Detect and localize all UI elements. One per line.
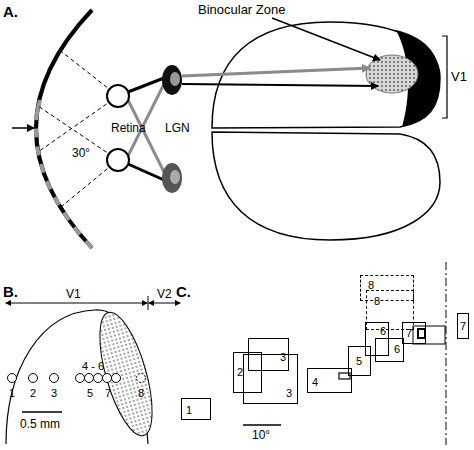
receptive-field-box: 7	[402, 322, 426, 344]
site-number: 7	[105, 388, 111, 399]
scale-label: 0.5 mm	[20, 418, 60, 430]
receptive-field-box: 8	[366, 290, 414, 330]
site-number: 1	[9, 388, 15, 399]
area-label: V2	[157, 288, 172, 300]
lgn-layer	[170, 72, 180, 86]
hemisphere	[212, 22, 440, 128]
recording-site	[137, 374, 146, 383]
scale-bar	[243, 424, 281, 426]
site-number: 2	[30, 388, 36, 399]
scale-bar	[22, 411, 62, 413]
optic-path	[128, 100, 164, 172]
optic-path	[128, 164, 164, 180]
hemisphere	[212, 132, 440, 240]
recording-site	[103, 374, 112, 383]
extent-arrow	[6, 303, 147, 304]
projection-arrow	[182, 68, 370, 76]
optic-path	[128, 84, 164, 156]
binocular-zone	[89, 307, 163, 441]
lgn	[162, 163, 182, 193]
field-number: 7	[460, 321, 466, 332]
recording-site	[76, 374, 85, 383]
tick	[148, 296, 149, 310]
pointer-line	[272, 18, 380, 60]
site-number: 3	[51, 388, 57, 399]
receptive-field-box: 6	[375, 338, 404, 362]
bracket	[442, 36, 447, 118]
receptive-field-box: 7	[457, 313, 469, 339]
recording-site	[29, 374, 38, 383]
recording-site	[112, 374, 121, 383]
area-label: V1	[451, 70, 467, 83]
visual-field-arc	[36, 10, 92, 248]
lgn	[162, 65, 182, 95]
area-label: V1	[66, 288, 81, 300]
structure-label: Retina	[111, 122, 146, 134]
receptive-field-box: 5	[348, 346, 371, 376]
extent-arrow	[149, 303, 180, 304]
site-number: 4 - 6	[82, 361, 104, 372]
angle-label: 30°	[72, 147, 90, 159]
scale-label: 10°	[252, 429, 270, 441]
field-number: 6	[394, 344, 400, 355]
eye	[107, 149, 129, 171]
field-outline	[413, 326, 445, 344]
visual-field-gray	[36, 100, 40, 120]
receptive-field-box: 4	[307, 368, 352, 393]
eye	[107, 85, 129, 107]
lgn-layer	[170, 170, 180, 184]
site-number: 5	[87, 388, 93, 399]
panel-letter: A.	[3, 4, 18, 19]
optic-path	[128, 78, 164, 92]
field-number: 3	[286, 388, 292, 399]
structure-label: LGN	[165, 122, 190, 134]
sight-line	[38, 96, 118, 152]
small-field	[418, 329, 425, 338]
recording-site	[94, 374, 103, 383]
receptive-field-box: 1	[181, 398, 211, 420]
receptive-field-box: 3	[243, 354, 298, 404]
receptive-field-box: 6	[365, 322, 389, 356]
vertical-meridian	[446, 262, 447, 445]
field-number: 4	[312, 377, 318, 388]
zone-label: Binocular Zone	[198, 3, 285, 16]
field-number: 8	[374, 296, 380, 307]
field-number: 6	[380, 326, 386, 337]
panel-letter: C.	[176, 284, 191, 299]
panel-letter: B.	[3, 284, 18, 299]
binocular-zone	[366, 55, 418, 93]
fixation-arrow	[12, 127, 34, 129]
recording-site	[8, 374, 17, 383]
field-number: 1	[186, 405, 192, 416]
sight-line	[38, 106, 118, 160]
recording-site	[85, 374, 94, 383]
receptive-field-box: 8	[360, 275, 414, 301]
site-number: 8	[138, 388, 144, 399]
recording-site	[50, 374, 59, 383]
projection-arrow	[182, 84, 378, 86]
field-number: 5	[356, 356, 362, 367]
